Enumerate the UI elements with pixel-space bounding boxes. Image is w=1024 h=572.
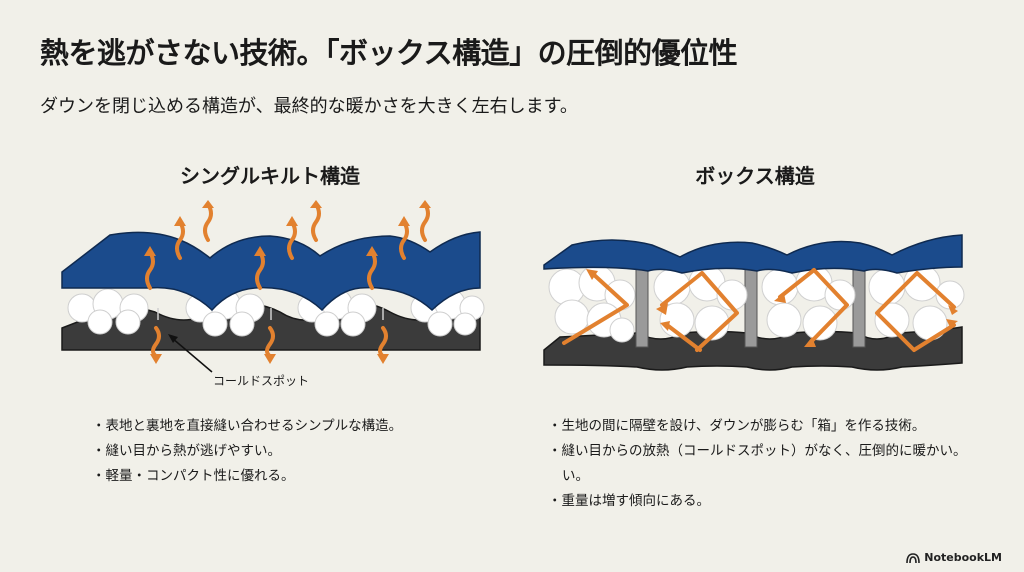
bullet-item: 表地と裏地を直接縫い合わせるシンプルな構造。 — [92, 414, 403, 439]
bullet-item: 生地の間に隔壁を設け、ダウンが膨らむ「箱」を作る技術。 — [548, 414, 967, 439]
box-structure-bullets: 生地の間に隔壁を設け、ダウンが膨らむ「箱」を作る技術。 縫い目からの放熱（コール… — [548, 414, 967, 514]
notebooklm-logo-icon — [906, 552, 921, 563]
bullet-item: 重量は増す傾向にある。 — [548, 489, 967, 514]
page-subtitle: ダウンを閉じ込める構造が、最終的な暖かさを大きく左右します。 — [40, 96, 578, 117]
bullet-item: 縫い目から熱が逃げやすい。 — [92, 439, 402, 464]
box-structure-title: ボックス構造 — [695, 164, 815, 188]
bullet-item: 軽量・コンパクト性に優れる。 — [92, 464, 402, 489]
bullet-item: 縫い目からの放熱（コールドスポット）がなく、圧倒的に暖かい。 — [548, 439, 967, 464]
footer-brand: NotebookLM — [906, 551, 1002, 564]
brand-name: NotebookLM — [924, 551, 1002, 564]
single-quilt-diagram — [61, 200, 485, 373]
single-quilt-bullets: 表地と裏地を直接縫い合わせるシンプルな構造。 縫い目から熱が逃げやすい。 軽量・… — [92, 414, 403, 489]
page-title: 熱を逃がさない技術。「ボックス構造」の圧倒的優位性 — [40, 36, 738, 70]
bullet-item-continuation: い。 — [562, 468, 589, 484]
single-quilt-title: シングルキルト構造 — [180, 164, 360, 188]
cold-spot-label: コールドスポット — [213, 374, 310, 388]
box-structure-diagram — [543, 234, 965, 371]
